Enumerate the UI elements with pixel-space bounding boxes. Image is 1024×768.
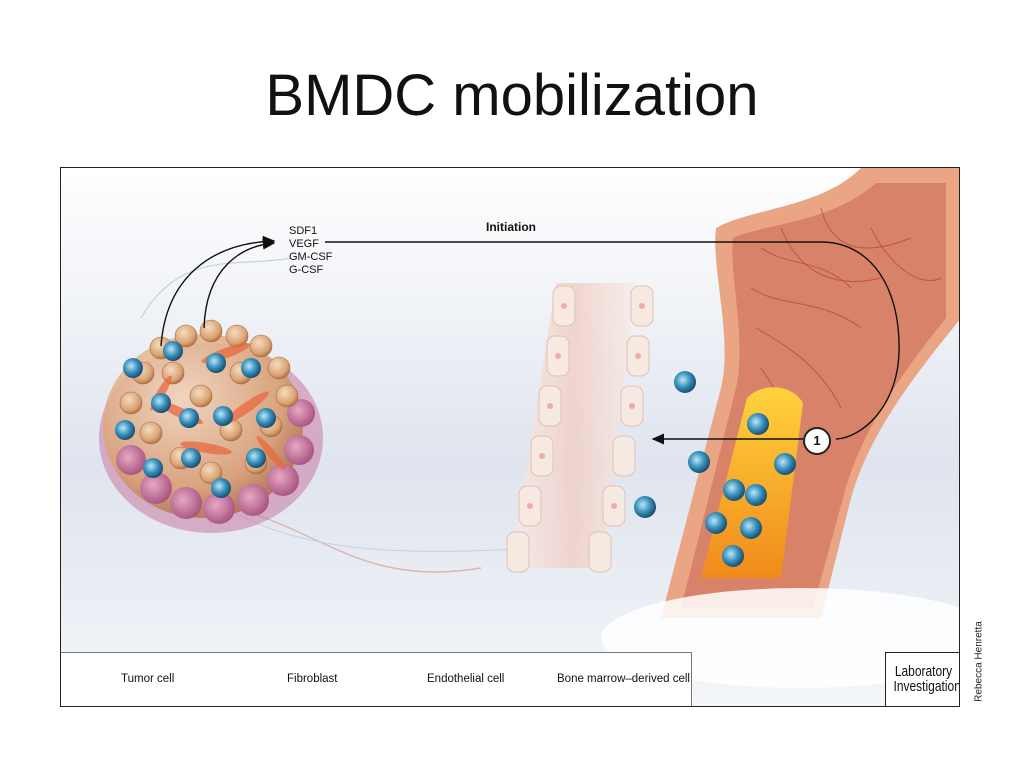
factor-gm-csf: GM-CSF (289, 251, 333, 263)
factor-sdf1: SDF1 (289, 225, 318, 237)
secretion-arrow-1 (160, 235, 276, 347)
blood-vessel (506, 283, 654, 573)
tumor-mass (99, 319, 323, 533)
factor-vegf: VEGF (289, 238, 319, 250)
illustrator-credit: Rebecca Henretta (970, 618, 985, 708)
diagram-figure: SDF1 VEGF GM-CSF G-CSF Initiation 1 Tumo… (60, 167, 960, 707)
legend: Tumor cell Fibroblast Endothelial cell B… (61, 652, 692, 706)
step-number-badge: 1 (803, 427, 831, 455)
secretion-arrow-2 (203, 238, 276, 329)
legend-label-tumor-cell: Tumor cell (121, 673, 175, 685)
legend-label-bone-marrow-derived-cell: Bone marrow–derived cell (557, 673, 690, 685)
stage-label: Initiation (486, 220, 536, 234)
legend-label-endothelial-cell: Endothelial cell (427, 673, 505, 685)
journal-name-line1: Laboratory (894, 663, 953, 680)
legend-label-fibroblast: Fibroblast (287, 673, 338, 685)
slide-title: BMDC mobilization (265, 63, 759, 128)
journal-name-line2: Investigation (893, 678, 960, 695)
initiation-arrow (325, 241, 900, 440)
journal-logo: Laboratory Investigation (885, 652, 960, 706)
factor-g-csf: G-CSF (289, 264, 324, 276)
bmdc-cells (634, 371, 796, 567)
marrow-cavity (701, 387, 803, 578)
illustrator-credit-text: Rebecca Henretta (973, 621, 985, 702)
